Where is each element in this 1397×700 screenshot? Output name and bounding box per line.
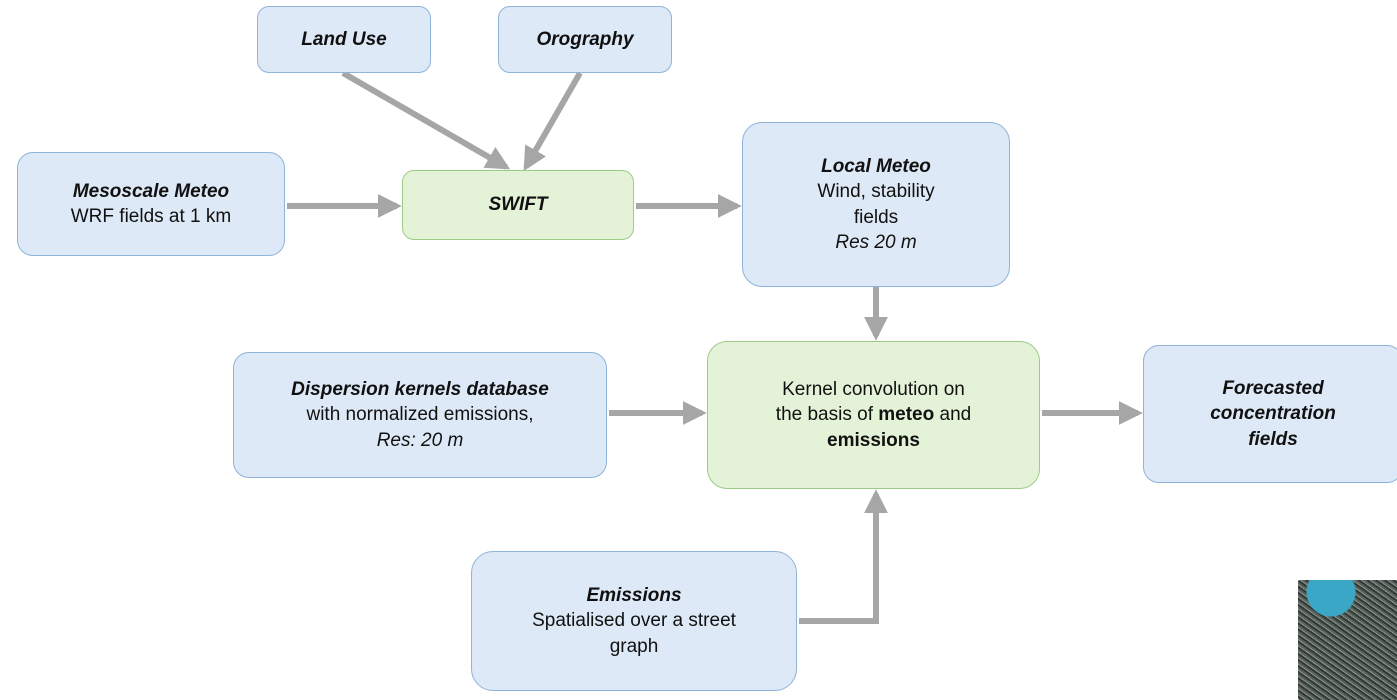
kernel-line2-post: and xyxy=(934,404,972,426)
local-meteo-box: Local Meteo Wind, stability fields Res 2… xyxy=(742,122,1010,287)
local-meteo-line2: fields xyxy=(853,206,899,228)
local-meteo-title: Local Meteo xyxy=(821,156,931,178)
forecast-line3: fields xyxy=(1248,428,1298,450)
land-use-box: Land Use xyxy=(257,6,431,73)
dispersion-title: Dispersion kernels database xyxy=(291,379,549,401)
local-meteo-line1: Wind, stability xyxy=(817,181,935,203)
swift-title: SWIFT xyxy=(488,194,548,216)
arrow-landuse-to-swift xyxy=(341,70,511,170)
emissions-line2: graph xyxy=(609,635,659,657)
kernel-line3: emissions xyxy=(827,429,920,451)
local-meteo-line3: Res 20 m xyxy=(835,231,917,253)
city-map-image xyxy=(1298,580,1397,700)
kernel-line2: the basis of meteo and xyxy=(776,402,971,427)
orography-box: Orography xyxy=(498,6,672,73)
kernel-convolution-box: Kernel convolution on the basis of meteo… xyxy=(707,341,1040,489)
kernel-line1: Kernel convolution on xyxy=(782,379,965,401)
forecast-line2: concentration xyxy=(1210,403,1336,425)
forecasted-concentration-box: Forecasted concentration fields xyxy=(1143,345,1397,483)
dispersion-kernels-box: Dispersion kernels database with normali… xyxy=(233,352,607,478)
emissions-box: Emissions Spatialised over a street grap… xyxy=(471,551,797,691)
swift-box: SWIFT xyxy=(402,170,634,240)
mesoscale-meteo-box: Mesoscale Meteo WRF fields at 1 km xyxy=(17,152,285,256)
emissions-title: Emissions xyxy=(586,585,682,607)
kernel-line2-pre: the basis of xyxy=(775,404,879,426)
arrow-orography-to-swift xyxy=(523,71,583,172)
arrow-emissions-to-kernel xyxy=(799,489,888,624)
dispersion-line2: Res: 20 m xyxy=(376,429,464,451)
mesoscale-title: Mesoscale Meteo xyxy=(72,180,230,202)
forecast-line1: Forecasted xyxy=(1222,378,1324,400)
land-use-title: Land Use xyxy=(301,28,387,50)
emissions-line1: Spatialised over a street xyxy=(532,610,736,632)
kernel-line2-bold: meteo xyxy=(878,404,935,426)
orography-title: Orography xyxy=(536,28,634,50)
dispersion-line1: with normalized emissions, xyxy=(306,404,534,426)
mesoscale-line1: WRF fields at 1 km xyxy=(70,206,232,227)
